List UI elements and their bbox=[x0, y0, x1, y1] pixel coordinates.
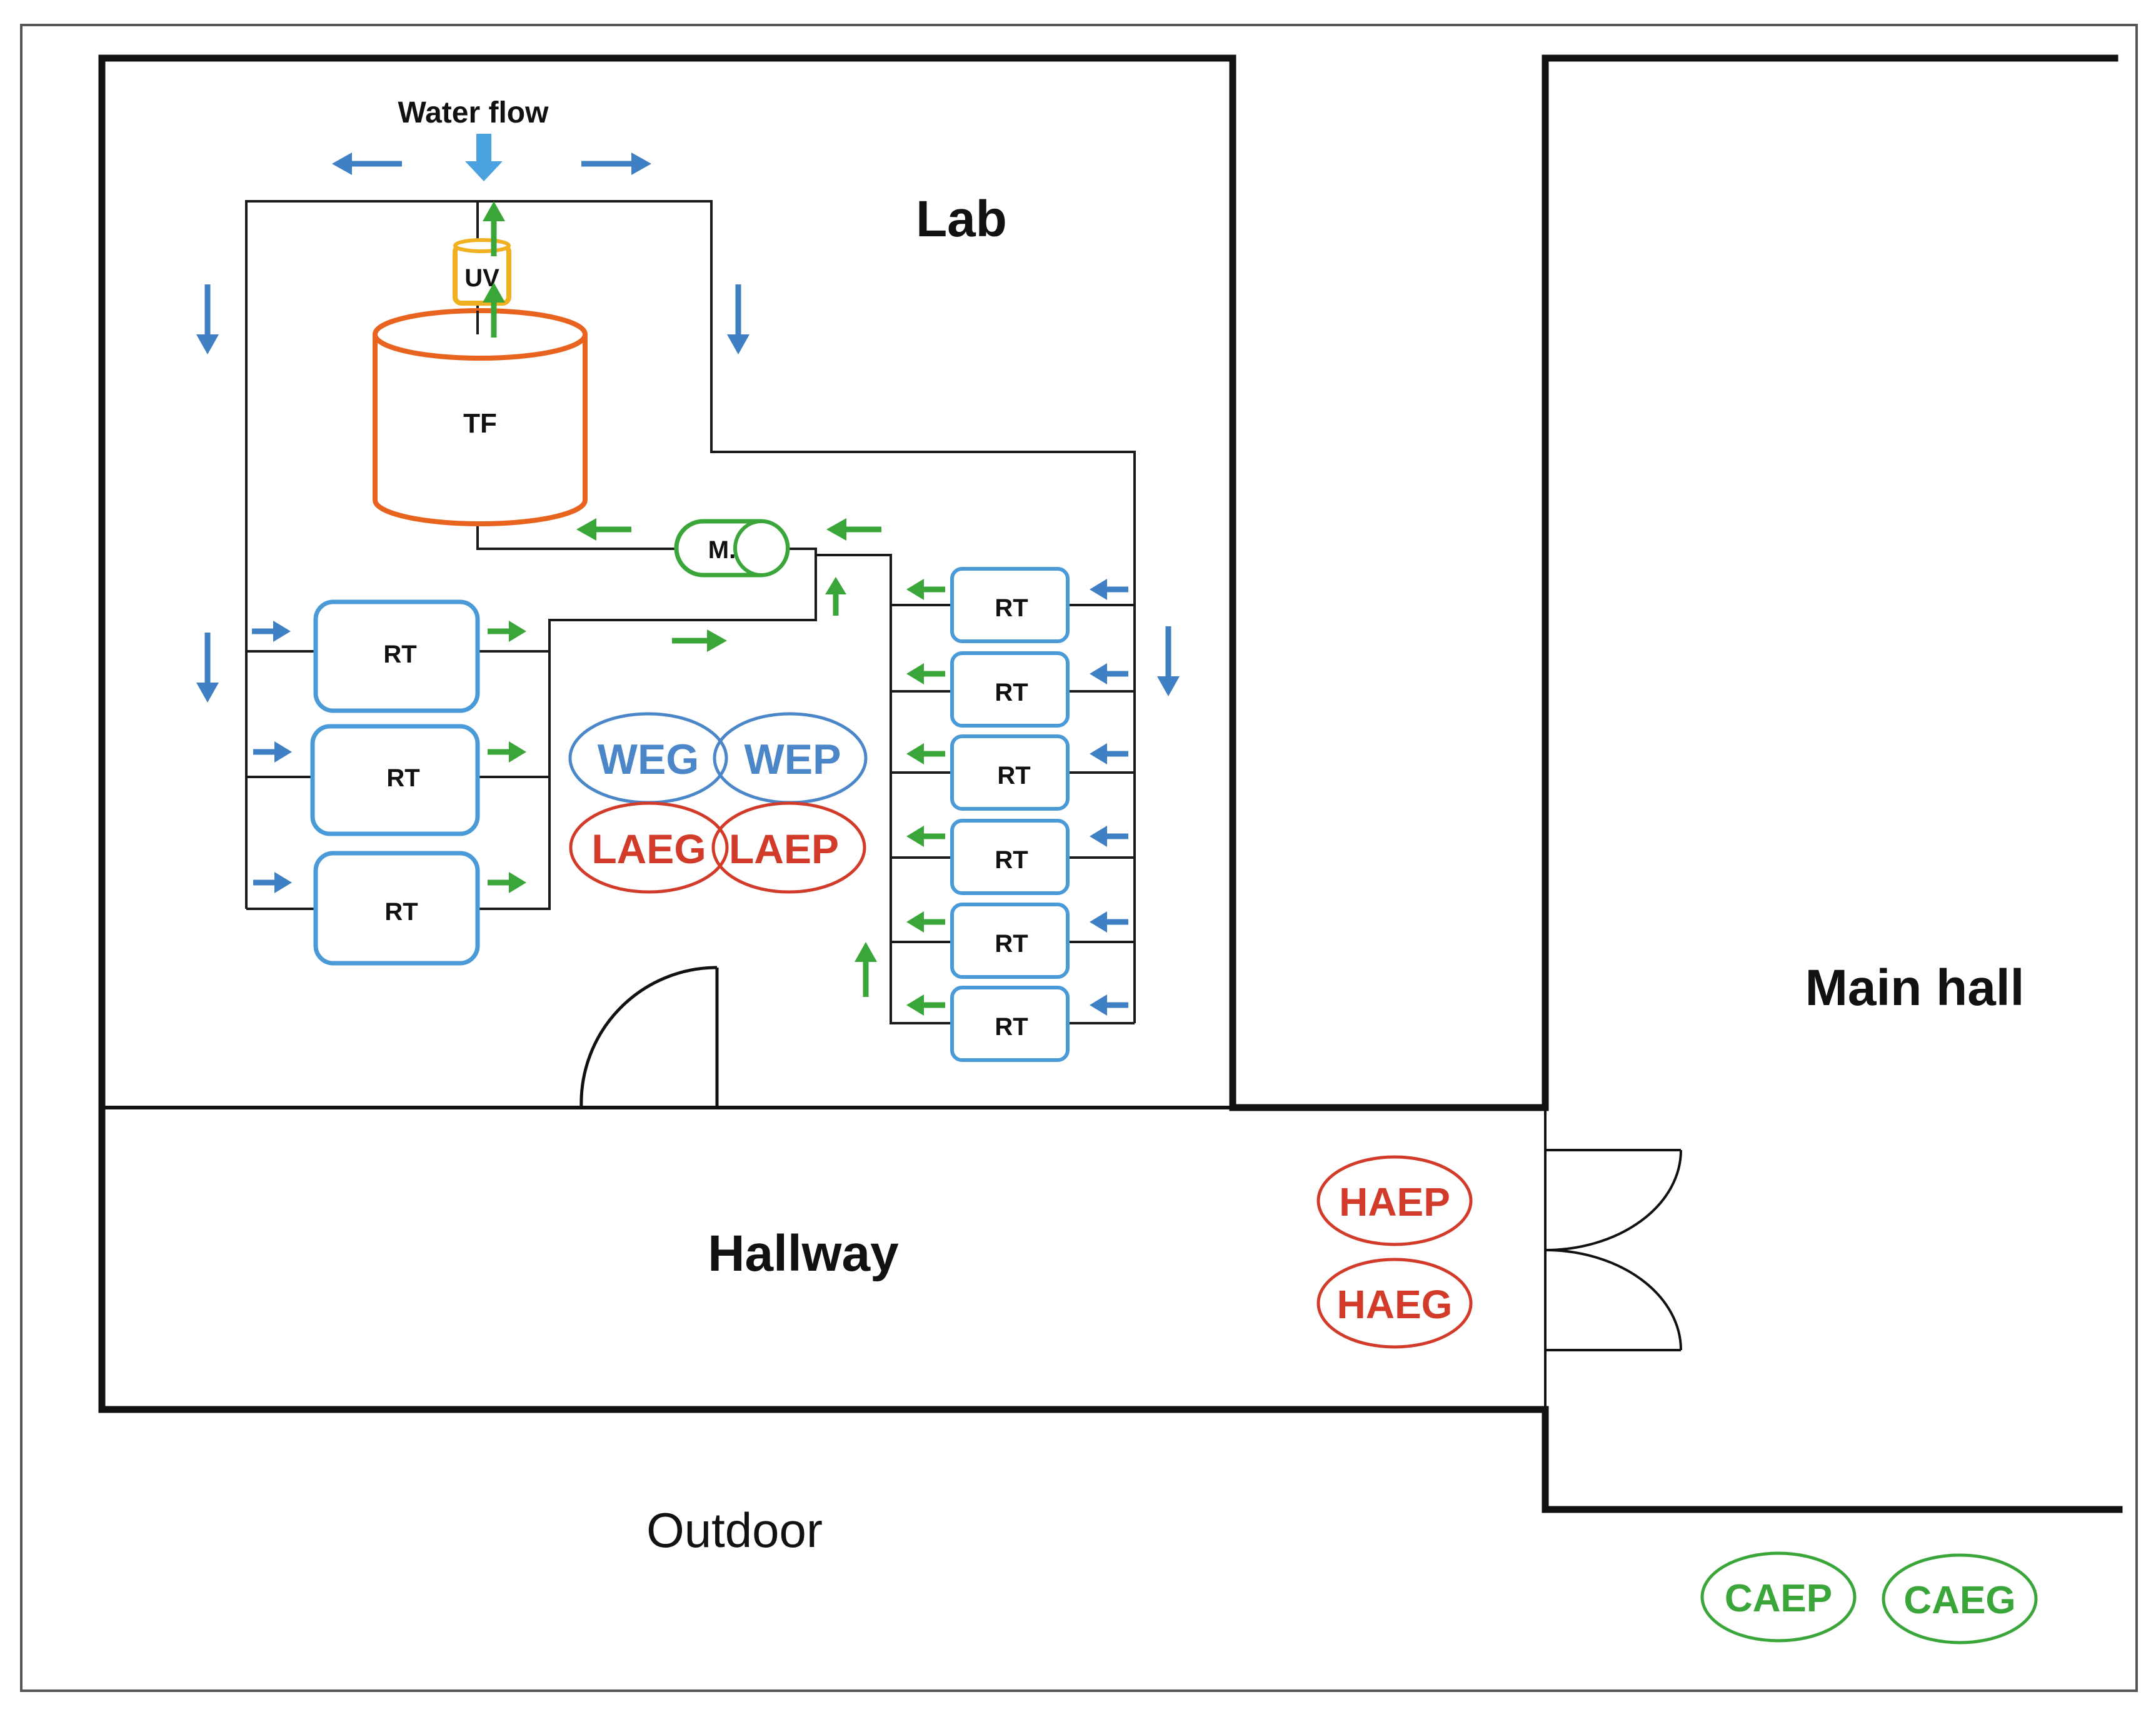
sample-caeg: CAEG bbox=[1882, 1553, 2038, 1644]
arrow-icon bbox=[906, 911, 945, 933]
rt-tank-left-1: RT bbox=[313, 599, 480, 713]
arrow-icon bbox=[488, 741, 526, 763]
arrow-icon bbox=[727, 284, 750, 354]
arrow-icon bbox=[253, 741, 292, 763]
water-flow-label: Water flow bbox=[398, 96, 549, 129]
outdoor-label: Outdoor bbox=[646, 1503, 823, 1558]
motor-m: M. bbox=[674, 519, 790, 578]
svg-text:WEG: WEG bbox=[598, 736, 699, 783]
svg-text:RT: RT bbox=[386, 764, 419, 792]
rt-tank-right-1: RT bbox=[950, 567, 1070, 643]
uv-unit: UV bbox=[453, 238, 511, 306]
arrow-icon bbox=[906, 579, 945, 600]
svg-text:LAEG: LAEG bbox=[591, 826, 706, 872]
rt-tank-left-2: RT bbox=[310, 724, 480, 836]
hallway-label: Hallway bbox=[708, 1225, 899, 1282]
arrow-icon bbox=[825, 577, 846, 616]
arrow-icon bbox=[906, 743, 945, 764]
arrow-icon bbox=[581, 153, 651, 175]
rt-tank-right-6: RT bbox=[950, 986, 1070, 1062]
svg-text:RT: RT bbox=[383, 641, 416, 668]
svg-text:RT: RT bbox=[384, 898, 418, 926]
arrow-icon bbox=[576, 518, 631, 541]
arrow-icon bbox=[1090, 826, 1128, 847]
arrow-icon bbox=[196, 633, 219, 703]
arrow-icon bbox=[1090, 743, 1128, 764]
svg-text:RT: RT bbox=[995, 679, 1028, 706]
arrow-icon bbox=[906, 663, 945, 684]
svg-text:RT: RT bbox=[997, 762, 1030, 789]
sample-laep: LAEP bbox=[711, 801, 866, 894]
sample-wep: WEP bbox=[713, 712, 868, 804]
sample-laeg: LAEG bbox=[569, 801, 729, 894]
rt-tank-right-3: RT bbox=[950, 734, 1070, 811]
svg-text:CAEG: CAEG bbox=[1903, 1579, 2015, 1622]
tank-tf: TF bbox=[373, 308, 588, 526]
sample-haep: HAEP bbox=[1316, 1155, 1473, 1246]
tank-tf-label: TF bbox=[463, 408, 497, 439]
arrow-icon bbox=[672, 629, 727, 652]
main-hall-label: Main hall bbox=[1805, 959, 2025, 1016]
svg-text:HAEP: HAEP bbox=[1339, 1179, 1450, 1224]
lab-door-icon bbox=[579, 966, 719, 1108]
rt-tank-left-3: RT bbox=[313, 851, 480, 966]
rt-tank-right-2: RT bbox=[950, 651, 1070, 728]
arrow-icon bbox=[1157, 626, 1180, 696]
arrow-icon bbox=[196, 284, 219, 354]
outer-frame bbox=[20, 24, 2138, 1692]
arrow-icon bbox=[826, 518, 881, 541]
svg-text:HAEG: HAEG bbox=[1337, 1282, 1453, 1327]
rt-tank-right-4: RT bbox=[950, 819, 1070, 895]
svg-text:RT: RT bbox=[995, 930, 1028, 958]
arrow-icon bbox=[488, 621, 526, 642]
arrow-icon bbox=[855, 942, 877, 997]
arrow-icon bbox=[253, 872, 292, 893]
arrow-icon bbox=[906, 994, 945, 1016]
svg-text:CAEP: CAEP bbox=[1725, 1577, 1832, 1620]
sample-haeg: HAEG bbox=[1316, 1258, 1473, 1349]
blue-flow-arrows bbox=[196, 134, 1180, 1016]
motor-label: M. bbox=[708, 536, 736, 564]
arrow-icon bbox=[1090, 911, 1128, 933]
svg-text:RT: RT bbox=[995, 1013, 1028, 1041]
main-hall-door-icon bbox=[1545, 1149, 1682, 1351]
lab-label: Lab bbox=[916, 191, 1007, 248]
water-flow-down-arrow-icon bbox=[465, 134, 503, 181]
walls bbox=[98, 54, 2123, 1513]
arrow-icon bbox=[906, 826, 945, 847]
svg-text:RT: RT bbox=[995, 846, 1028, 874]
arrow-icon bbox=[488, 872, 526, 893]
rt-tank-right-5: RT bbox=[950, 903, 1070, 979]
arrow-icon bbox=[1090, 663, 1128, 684]
arrow-icon bbox=[1090, 579, 1128, 600]
sample-caep: CAEP bbox=[1700, 1551, 1857, 1643]
arrow-icon bbox=[332, 153, 402, 175]
svg-text:RT: RT bbox=[995, 594, 1028, 622]
svg-text:LAEP: LAEP bbox=[729, 826, 839, 872]
sample-weg: WEG bbox=[568, 712, 728, 804]
arrow-icon bbox=[1090, 994, 1128, 1016]
arrow-icon bbox=[252, 621, 291, 642]
svg-text:WEP: WEP bbox=[745, 736, 841, 783]
